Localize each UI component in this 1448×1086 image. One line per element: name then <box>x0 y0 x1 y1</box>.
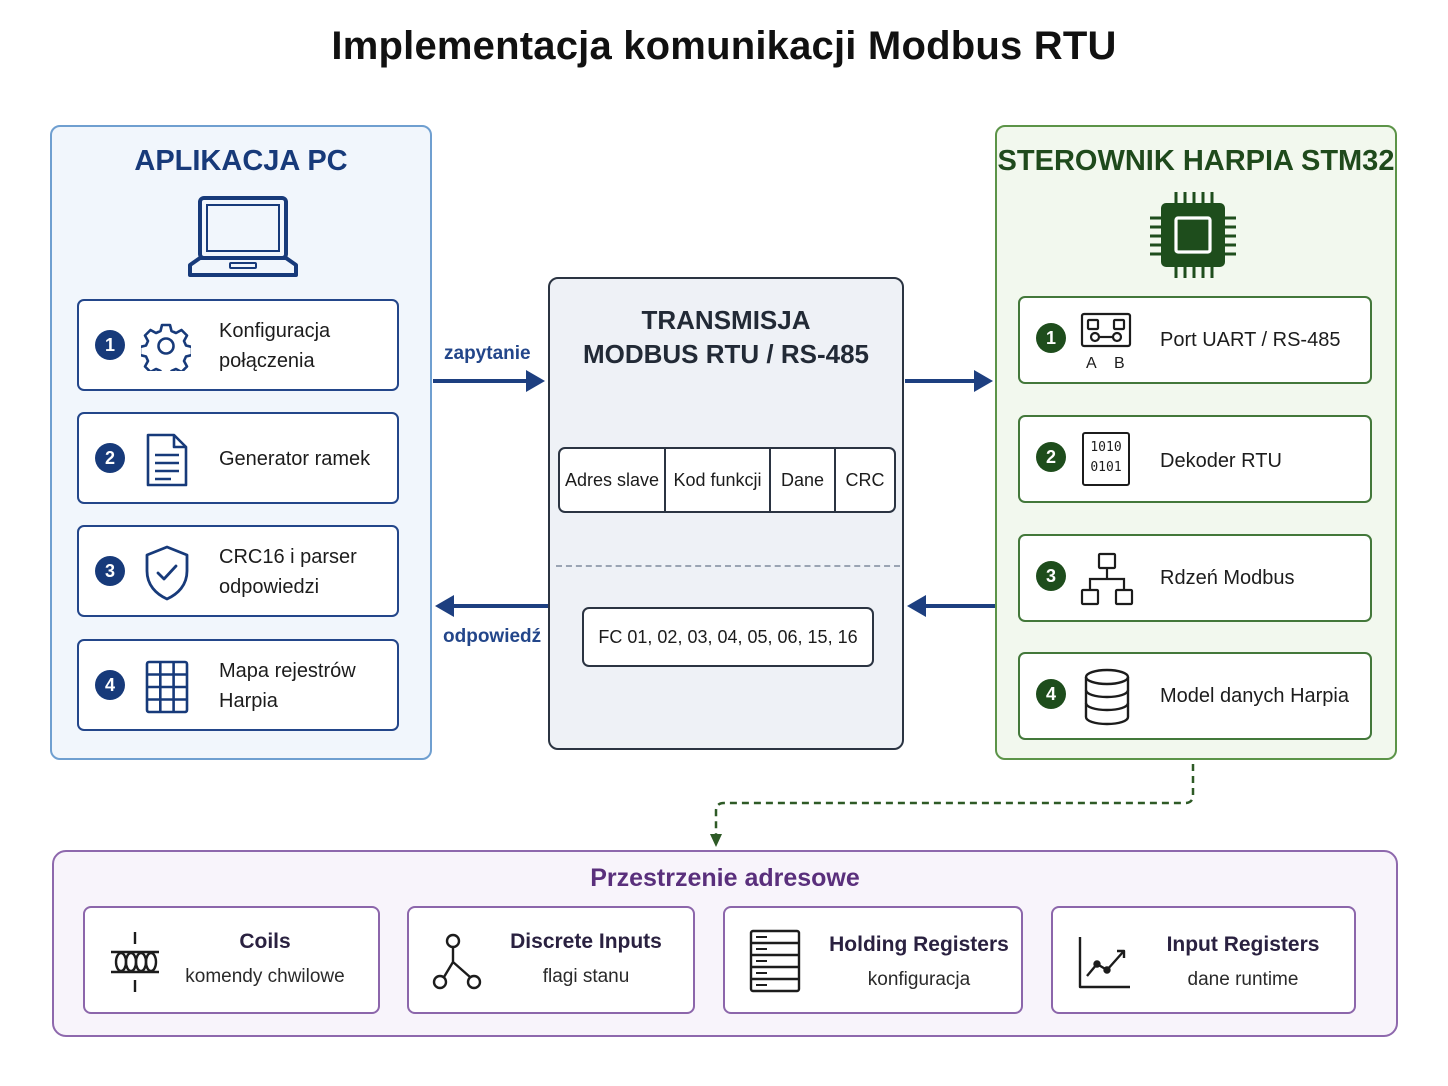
request-label: zapytanie <box>444 343 531 364</box>
request-arrow <box>433 370 545 392</box>
laptop-icon <box>188 195 298 281</box>
item-label-line1: Generator ramek <box>219 448 371 470</box>
line-chart-icon <box>1077 934 1133 990</box>
item-label: Port UART / RS-485 <box>1160 329 1341 351</box>
pc-panel-title: APLIKACJA PC <box>134 145 348 177</box>
address-spaces-title: Przestrzenie adresowe <box>590 864 860 892</box>
request-arrow-to-controller <box>905 370 993 392</box>
controller-panel: STEROWNIK HARPIA STM32 1 <box>995 125 1397 760</box>
item-label-line1: CRC16 i parser <box>219 546 357 568</box>
address-space-name: Coils <box>239 930 291 953</box>
step-badge: 2 <box>95 443 125 473</box>
grid-icon <box>144 659 190 715</box>
controller-panel-title: STEROWNIK HARPIA STM32 <box>997 145 1395 177</box>
address-space-desc: dane runtime <box>1187 969 1299 990</box>
controller-item-data-model: 4 Model danych Harpia <box>1018 652 1372 740</box>
address-space-desc: konfiguracja <box>867 969 971 990</box>
hierarchy-icon <box>1080 552 1134 606</box>
step-badge: 1 <box>95 330 125 360</box>
step-badge: 2 <box>1036 442 1066 472</box>
page-title: Implementacja komunikacji Modbus RTU <box>331 24 1117 68</box>
pc-item-frame-generator: 2 Generator ramek <box>77 412 399 504</box>
bits-line2: 0101 <box>1090 460 1122 475</box>
address-space-name: Input Registers <box>1166 933 1320 956</box>
address-space-name: Holding Registers <box>829 933 1009 956</box>
item-label: Dekoder RTU <box>1160 450 1282 472</box>
response-arrow <box>435 595 548 617</box>
address-space-desc: komendy chwilowe <box>185 966 345 987</box>
item-label-line2: Harpia <box>219 690 278 712</box>
pin-b-label: B <box>1114 355 1125 372</box>
frame-field-slave-address: Adres slave <box>560 449 666 511</box>
step-badge: 1 <box>1036 323 1066 353</box>
gear-icon <box>141 321 191 371</box>
item-label-line2: odpowiedzi <box>219 576 320 598</box>
response-label: odpowiedź <box>443 626 542 647</box>
step-badge: 4 <box>1036 679 1066 709</box>
pc-item-crc-parser: 3 CRC16 i parser odpowiedzi <box>77 525 399 617</box>
frame-field-function-code: Kod funkcji <box>666 449 771 511</box>
frame-field-crc: CRC <box>845 469 885 490</box>
address-space-holding-registers: Holding Registers konfiguracja <box>723 906 1023 1014</box>
document-icon <box>145 432 189 488</box>
address-space-coils: Coils komendy chwilowe <box>83 906 380 1014</box>
controller-item-modbus-core: 3 Rdzeń Modbus <box>1018 534 1372 622</box>
switch-icon <box>431 932 483 992</box>
pc-item-connection-config: 1 Konfiguracja połączenia <box>77 299 399 391</box>
item-label-line1: Mapa rejestrów <box>219 660 356 682</box>
uart-port-icon <box>1080 312 1132 348</box>
modbus-frame: Adres slave Kod funkcji Dane CRC <box>558 447 896 513</box>
step-badge: 3 <box>95 556 125 586</box>
step-badge: 4 <box>95 670 125 700</box>
function-codes-box: FC 01, 02, 03, 04, 05, 06, 15, 16 <box>582 607 874 667</box>
shield-check-icon <box>143 544 191 602</box>
step-badge: 3 <box>1036 561 1066 591</box>
controller-item-uart: 1 A B Port UART / RS-485 <box>1018 296 1372 384</box>
item-label: Rdzeń Modbus <box>1160 567 1295 589</box>
item-label-line2: połączenia <box>219 350 315 372</box>
divider <box>556 565 900 567</box>
pc-application-panel: APLIKACJA PC 1 Konfiguracja połączenia 2 <box>50 125 432 760</box>
database-icon <box>1082 668 1132 726</box>
chip-icon <box>1147 189 1239 281</box>
frame-field-data: Dane <box>771 449 836 511</box>
controller-item-rtu-decoder: 2 1010 0101 Dekoder RTU <box>1018 415 1372 503</box>
item-label: Model danych Harpia <box>1160 685 1349 707</box>
binary-icon: 1010 0101 <box>1082 432 1130 486</box>
coil-icon <box>109 930 161 994</box>
response-arrow-from-controller <box>907 595 995 617</box>
address-spaces-panel: Przestrzenie adresowe Coils komendy chwi… <box>52 850 1398 1037</box>
address-space-input-registers: Input Registers dane runtime <box>1051 906 1356 1014</box>
pc-item-register-map: 4 Mapa rejestrów Harpia <box>77 639 399 731</box>
address-space-name: Discrete Inputs <box>510 930 662 953</box>
bits-line1: 1010 <box>1090 440 1122 455</box>
transmission-panel: TRANSMISJA MODBUS RTU / RS-485 Adres sla… <box>548 277 904 750</box>
address-space-desc: flagi stanu <box>542 966 630 987</box>
transmission-title-line2: MODBUS RTU / RS-485 <box>582 339 870 369</box>
address-space-discrete-inputs: Discrete Inputs flagi stanu <box>407 906 695 1014</box>
transmission-title-line1: TRANSMISJA <box>641 305 811 335</box>
register-stack-icon <box>747 928 803 994</box>
pin-a-label: A <box>1086 355 1097 372</box>
item-label-line1: Konfiguracja <box>219 320 331 342</box>
